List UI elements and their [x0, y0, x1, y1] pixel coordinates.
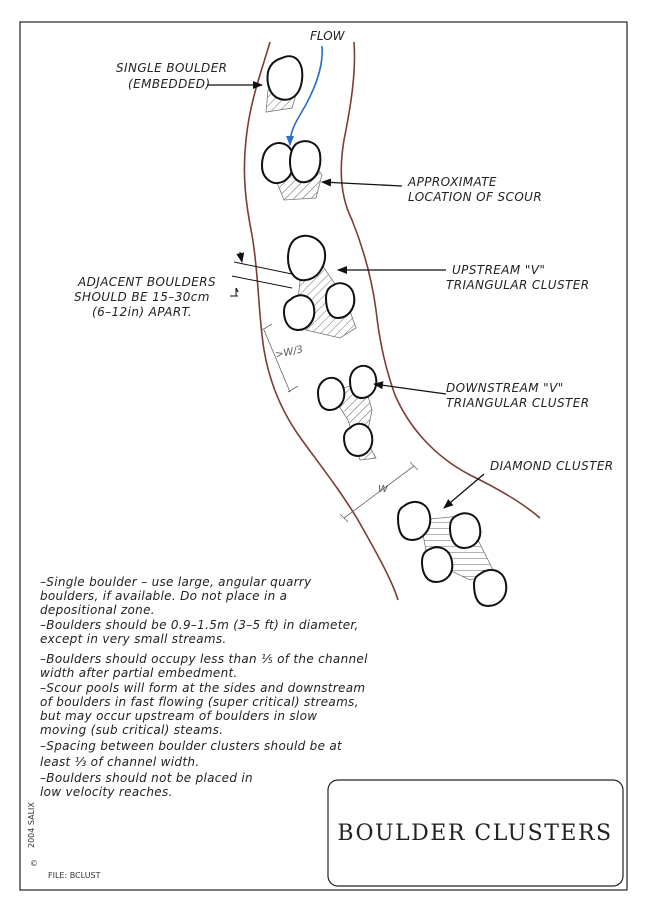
note-line: –Boulders should not be placed in: [40, 771, 253, 785]
note-line: –Boulders should be 0.9–1.5m (3–5 ft) in…: [40, 618, 359, 632]
callout-downstream-v: DOWNSTREAM "V" TRIANGULAR CLUSTER: [446, 381, 589, 410]
adjacent-spacing-dim: [230, 251, 293, 297]
callout-scour: APPROXIMATE LOCATION OF SCOUR: [407, 175, 542, 204]
boulder-upv-right: [324, 282, 356, 320]
note-line: except in very small streams.: [40, 632, 227, 646]
callout-adjacent: ADJACENT BOULDERS SHOULD BE 15–30cm (6–1…: [74, 275, 216, 319]
boulder-dia-left: [396, 500, 432, 542]
note-line: –Boulders should occupy less than ⅕ of t…: [40, 652, 368, 666]
notes-block: –Single boulder – use large, angular qua…: [40, 575, 368, 799]
callout-diamond: DIAMOND CLUSTER: [490, 459, 614, 473]
callout-single-boulder: SINGLE BOULDER (EMBEDDED): [116, 61, 227, 91]
boulder-upv-left: [282, 294, 316, 332]
flow-label: FLOW: [310, 29, 346, 43]
boulder-dia-bottom-left: [420, 546, 454, 584]
boulders: [260, 55, 508, 608]
note-line: depositional zone.: [40, 603, 155, 617]
title-block: [327, 779, 624, 887]
callout-upstream-v: UPSTREAM "V" TRIANGULAR CLUSTER: [446, 263, 589, 292]
note-line: –Scour pools will form at the sides and …: [40, 681, 365, 695]
boulder-dnv-left: [316, 376, 346, 412]
boulder-pair-right: [288, 140, 322, 184]
note-line: boulders, if available. Do not place in …: [40, 589, 287, 603]
copyright-symbol: ©: [30, 859, 38, 868]
copyright-text: 2004 SALIX: [27, 802, 36, 848]
drawing-title: BOULDER CLUSTERS: [337, 821, 612, 846]
callout-diamond-line1: DIAMOND CLUSTER: [490, 459, 614, 473]
callout-single-line2: (EMBEDDED): [128, 77, 210, 91]
leader-scour: [321, 178, 403, 187]
note-line: –Spacing between boulder clusters should…: [40, 739, 343, 753]
callout-dnv-line1: DOWNSTREAM "V": [446, 381, 564, 395]
left-bank: [243, 41, 399, 601]
callout-adjacent-line3: (6–12in) APART.: [92, 305, 192, 319]
note-line: moving (sub critical) steams.: [40, 723, 223, 737]
note-line: –Single boulder – use large, angular qua…: [40, 575, 312, 589]
callout-adjacent-line2: SHOULD BE 15–30cm: [74, 290, 210, 304]
callout-single-line1: SINGLE BOULDER: [116, 61, 227, 75]
callout-scour-line2: LOCATION OF SCOUR: [408, 190, 542, 204]
callout-scour-line1: APPROXIMATE: [407, 175, 497, 189]
cluster-spacing-dim: >W/3: [261, 323, 304, 393]
flow-arrow: [286, 45, 323, 146]
boulder-dia-right: [448, 512, 482, 550]
note-line: least ⅓ of channel width.: [40, 755, 199, 769]
leader-diamond: [443, 473, 485, 509]
boulder-upv-top: [286, 234, 326, 282]
width-label: W: [378, 484, 389, 495]
note-line: low velocity reaches.: [40, 785, 173, 799]
sheet-border: [19, 21, 628, 891]
right-bank: [340, 41, 541, 519]
boulder-dnv-bottom: [342, 422, 374, 458]
callout-upv-line2: TRIANGULAR CLUSTER: [446, 278, 589, 292]
boulder-dnv-right: [348, 364, 378, 400]
leader-dnv: [373, 381, 447, 395]
callout-upv-line1: UPSTREAM "V": [452, 263, 545, 277]
note-line: of boulders in fast flowing (super criti…: [40, 695, 359, 709]
boulder-pair-left: [260, 142, 295, 184]
file-label: FILE: BCLUST: [48, 871, 101, 880]
callout-adjacent-line1: ADJACENT BOULDERS: [77, 275, 216, 289]
boulder-dia-bottom-right: [472, 568, 508, 608]
callout-dnv-line2: TRIANGULAR CLUSTER: [446, 396, 589, 410]
spacing-label: >W/3: [274, 344, 304, 361]
boulder-single: [266, 55, 304, 101]
note-line: but may occur upstream of boulders in sl…: [40, 709, 317, 723]
channel-width-dim: W: [339, 461, 419, 523]
note-line: width after partial embedment.: [40, 666, 238, 680]
